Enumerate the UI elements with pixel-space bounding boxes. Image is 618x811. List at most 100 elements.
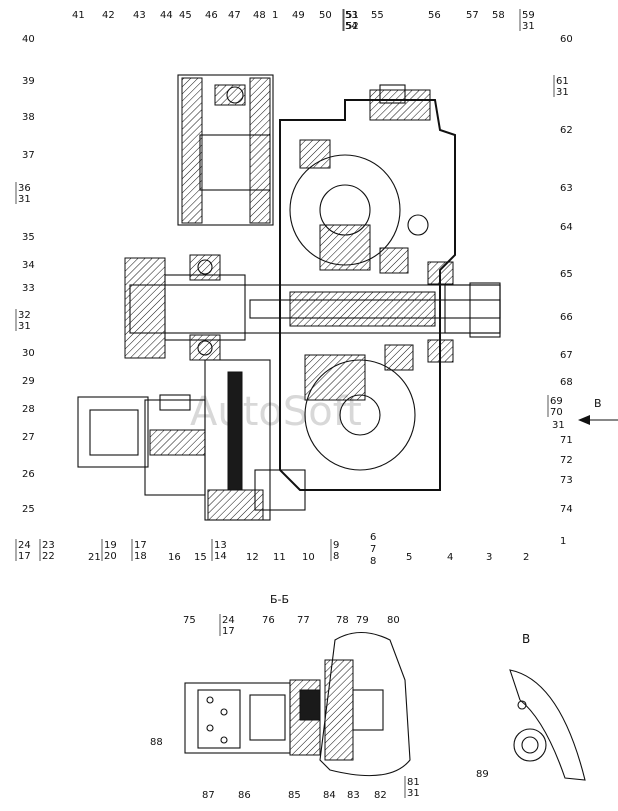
callout-number-top: 81 bbox=[407, 777, 420, 788]
arrow-label: В bbox=[594, 397, 602, 410]
callout-number-bottom: 31 bbox=[522, 21, 535, 32]
callout-number: 85 bbox=[288, 790, 301, 801]
callout-number: 68 bbox=[560, 377, 573, 388]
callout-number: 41 bbox=[72, 10, 85, 21]
callout-number-bottom: 20 bbox=[104, 551, 117, 562]
callout-number: 1 bbox=[560, 536, 566, 547]
callout-number: 64 bbox=[560, 222, 573, 233]
callout-number: 73 bbox=[560, 475, 573, 486]
callout-number: 29 bbox=[22, 376, 35, 387]
callout-number-top: 36 bbox=[18, 183, 31, 194]
callout-number: 4 bbox=[447, 552, 453, 563]
callout-number: 15 bbox=[194, 552, 207, 563]
callout-number-bottom: 31 bbox=[407, 788, 420, 799]
callout-number: 3 bbox=[486, 552, 492, 563]
view-label: В bbox=[522, 632, 530, 646]
callout-number: 10 bbox=[302, 552, 315, 563]
callout-number: 84 bbox=[323, 790, 336, 801]
callout-number-top: 24 bbox=[222, 615, 235, 626]
callout-number: 83 bbox=[347, 790, 360, 801]
callout-number-bottom: 54 bbox=[345, 21, 358, 32]
callout-number: 62 bbox=[560, 125, 573, 136]
callout-number-top: 17 bbox=[134, 540, 147, 551]
callout-number-top: 13 bbox=[214, 540, 227, 551]
callout-number: 63 bbox=[560, 183, 573, 194]
callout-number: 74 bbox=[560, 504, 573, 515]
callout-number-top: 53 bbox=[345, 10, 358, 21]
callout-number: 35 bbox=[22, 232, 35, 243]
callout-number: 67 bbox=[560, 350, 573, 361]
callout-number: 16 bbox=[168, 552, 181, 563]
callout-number: 47 bbox=[228, 10, 241, 21]
callout-number-bottom: 70 bbox=[550, 407, 563, 418]
callout-number: 11 bbox=[273, 552, 286, 563]
callout-number: 38 bbox=[22, 112, 35, 123]
callout-number: 5 bbox=[406, 552, 412, 563]
callout-number: 12 bbox=[246, 552, 259, 563]
callout-number-top: 24 bbox=[18, 540, 31, 551]
callout-number-bottom: 31 bbox=[18, 194, 31, 205]
callout-number: 78 bbox=[336, 615, 349, 626]
callout-number: 75 bbox=[183, 615, 196, 626]
callout-number: 58 bbox=[492, 10, 505, 21]
callout-number: 80 bbox=[387, 615, 400, 626]
callout-number: 82 bbox=[374, 790, 387, 801]
callout-number-bottom: 22 bbox=[42, 551, 55, 562]
callout-number: 76 bbox=[262, 615, 275, 626]
callout-number-top: 61 bbox=[556, 76, 569, 87]
callout-number: 37 bbox=[22, 150, 35, 161]
callout-number: 77 bbox=[297, 615, 310, 626]
callout-number: 89 bbox=[476, 769, 489, 780]
callout-number: 87 bbox=[202, 790, 215, 801]
callout-number: 25 bbox=[22, 504, 35, 515]
callout-number-bottom: 18 bbox=[134, 551, 147, 562]
callout-number: 66 bbox=[560, 312, 573, 323]
callout-number: 27 bbox=[22, 432, 35, 443]
callout-number: 46 bbox=[205, 10, 218, 21]
section-bb bbox=[184, 631, 411, 777]
callout-number-top: 9 bbox=[333, 540, 339, 551]
callout-number: 56 bbox=[428, 10, 441, 21]
callout-number: 31 bbox=[552, 420, 565, 431]
callout-number: 57 bbox=[466, 10, 479, 21]
callout-number: 44 bbox=[160, 10, 173, 21]
callout-number: 55 bbox=[371, 10, 384, 21]
callout-number: 30 bbox=[22, 348, 35, 359]
callout-number: 72 bbox=[560, 455, 573, 466]
view-b bbox=[509, 669, 586, 781]
callout-number: 39 bbox=[22, 76, 35, 87]
main-assembly bbox=[77, 74, 618, 521]
callout-number: 2 bbox=[523, 552, 529, 563]
callout-number: 43 bbox=[133, 10, 146, 21]
callout-number: 42 bbox=[102, 10, 115, 21]
callout-number-bottom: 17 bbox=[222, 626, 235, 637]
callout-number-top: 69 bbox=[550, 396, 563, 407]
callout-number: 34 bbox=[22, 260, 35, 271]
callout-number-top: 32 bbox=[18, 310, 31, 321]
callout-number: 6 bbox=[370, 532, 376, 543]
callout-number: 26 bbox=[22, 469, 35, 480]
callout-number: 8 bbox=[370, 556, 376, 567]
callout-number-bottom: 31 bbox=[556, 87, 569, 98]
callout-number-bottom: 17 bbox=[18, 551, 31, 562]
callout-number: 49 bbox=[292, 10, 305, 21]
callout-number: 1 bbox=[272, 10, 278, 21]
callout-number: 65 bbox=[560, 269, 573, 280]
callout-number-bottom: 8 bbox=[333, 551, 339, 562]
callout-number: 60 bbox=[560, 34, 573, 45]
callout-number-bottom: 52 bbox=[346, 21, 359, 32]
callout-number-top: 51 bbox=[346, 10, 359, 21]
callout-number-top: 19 bbox=[104, 540, 117, 551]
callout-number: 7 bbox=[370, 544, 376, 555]
callout-number: 88 bbox=[150, 737, 163, 748]
callout-number-bottom: 31 bbox=[18, 321, 31, 332]
callout-number: 86 bbox=[238, 790, 251, 801]
callout-number: 33 bbox=[22, 283, 35, 294]
section-title: Б-Б bbox=[270, 593, 289, 606]
callout-number-top: 59 bbox=[522, 10, 535, 21]
callout-number-bottom: 14 bbox=[214, 551, 227, 562]
callout-number: 71 bbox=[560, 435, 573, 446]
